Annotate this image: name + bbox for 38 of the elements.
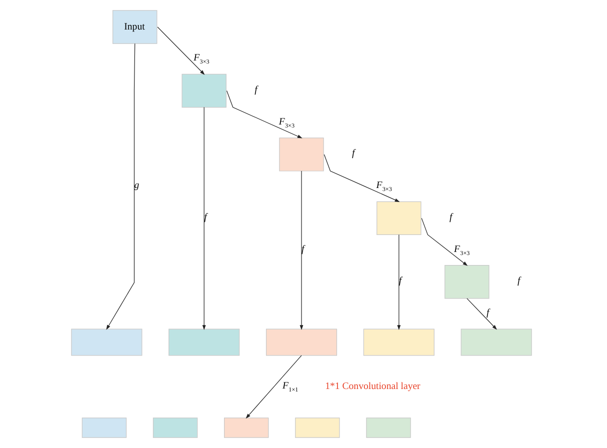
node-box	[279, 138, 324, 172]
node-box	[168, 328, 240, 356]
edge-label: F$_{3×3}$	[194, 52, 210, 66]
edge-label: F$_{3×3}$	[278, 116, 295, 130]
node-box	[363, 328, 434, 356]
node-box	[295, 418, 340, 438]
edge-label: F$_{1×1}$	[282, 380, 298, 394]
label: f	[517, 276, 520, 287]
node-box	[152, 418, 198, 438]
node-box	[224, 418, 269, 438]
edge-label: f	[398, 276, 402, 287]
arrow	[246, 355, 302, 419]
arrow	[324, 154, 400, 202]
node-box	[182, 74, 226, 108]
label: f	[449, 212, 452, 223]
arrow	[226, 90, 302, 138]
node-box	[366, 418, 411, 438]
edge-label: F$_{3×3}$	[376, 180, 392, 194]
edge-label: f	[302, 244, 304, 255]
node-box	[82, 418, 127, 438]
arrow	[202, 106, 206, 330]
node-box	[376, 201, 422, 236]
node-box	[71, 328, 142, 356]
edge-label: F$_{3×3}$	[454, 244, 470, 257]
label: f	[254, 84, 258, 96]
arrow	[421, 218, 468, 266]
node-box	[444, 265, 490, 299]
arrow	[157, 26, 205, 75]
arrow	[300, 170, 304, 330]
label: f	[352, 148, 355, 160]
arrow	[397, 234, 401, 330]
node-box	[266, 328, 338, 356]
node-box: Input	[112, 10, 158, 44]
arrow	[466, 298, 497, 330]
arrow	[106, 43, 136, 330]
node-box	[460, 328, 532, 356]
edge-label: f	[486, 307, 490, 318]
label: 1*1 Convolutional layer	[325, 380, 420, 392]
